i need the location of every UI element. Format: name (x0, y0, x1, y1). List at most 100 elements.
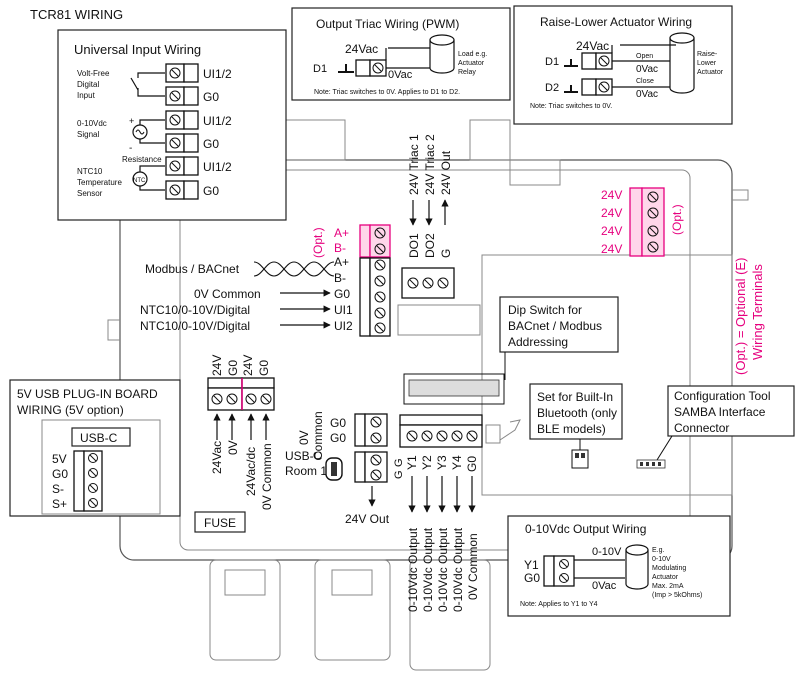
output-010-note: Note: Applies to Y1 to Y4 (520, 601, 598, 608)
optional-note-line-1: (Opt.) = Optional (E) (733, 258, 748, 375)
dip-switch-callout: Dip Switch for BACnet / Modbus Addressin… (499, 296, 619, 380)
y1-label: Y1 (405, 455, 419, 470)
output-0vac: 0Vac (592, 580, 617, 592)
bluetooth-line-3: BLE models) (537, 422, 606, 436)
triac-d1: D1 (313, 63, 327, 75)
mid-common-label: Common (311, 411, 325, 460)
zero-common-label: 0V Common (194, 287, 261, 301)
volt-free-line-1: Volt-Free (77, 69, 110, 78)
ui-terminal-1: UI1/2 (165, 63, 232, 83)
mid-block: 0V Common G0 G0 USB-C Room 1 G G 24V Out (285, 411, 405, 526)
top-output-triac-2: 24V Triac 2 (423, 134, 437, 195)
modulating-actuator-icon (625, 544, 649, 590)
mid-g0-1: G0 (330, 416, 346, 430)
top-output-triac-1: 24V Triac 1 (407, 134, 421, 195)
signal-line-2: Signal (77, 130, 99, 139)
ntc-line-3: Sensor (77, 189, 103, 198)
usbc-room-line-2: Room 1 (285, 464, 327, 478)
right-24v-3: 24V (601, 224, 622, 238)
usb-pin-5v: 5V (52, 452, 67, 466)
ui-label-3: UI1/2 (203, 160, 232, 174)
dip-switch-component (403, 373, 505, 405)
top-output-24v-out: 24V Out (439, 150, 453, 195)
triac-24vac: 24Vac (345, 42, 378, 56)
ui-label-1: UI1/2 (203, 67, 232, 81)
volt-free-line-3: Input (77, 91, 96, 100)
ntc-line-1: NTC10 (77, 167, 103, 176)
modbus-block: (Opt.) A+ B- A+ B- G0 UI1 UI2 Modbus / B… (140, 224, 391, 337)
usbc-label: USB-C (80, 431, 118, 445)
ui-terminal-3: UI1/2 (165, 156, 232, 176)
triac-note: Note: Triac switches to 0V. Applies to D… (314, 89, 460, 96)
g0-label-3: G0 (203, 184, 219, 198)
actuator-line-2: Lower (697, 60, 717, 67)
mid-24v-out: 24V Out (345, 512, 390, 526)
dip-line-3: Addressing (508, 335, 568, 349)
ui-terminal-2: UI1/2 (165, 110, 232, 130)
y3-output: 0-10Vdc Output (436, 527, 450, 612)
usb-heading-line-1: 5V USB PLUG-IN BOARD (17, 387, 158, 401)
output-y1: Y1 (524, 558, 539, 572)
right-opt-label: (Opt.) (670, 204, 684, 235)
bluetooth-line-1: Set for Built-In (537, 390, 613, 404)
y2-output: 0-10Vdc Output (421, 527, 435, 612)
output-desc-3: Modulating (652, 565, 686, 572)
term-a-plus: A+ (334, 255, 349, 269)
power-top-g0-2: G0 (257, 360, 271, 376)
power-bottom-0v: 0V (226, 440, 240, 455)
output-desc-1: E.g. (652, 547, 665, 554)
config-line-2: SAMBA Interface (674, 405, 766, 419)
y4-label: Y4 (450, 455, 464, 470)
raise-lower-0vac-1: 0Vac (636, 64, 658, 75)
twisted-pair-icon (253, 261, 335, 277)
y-output-block: Y1 Y2 Y3 Y4 G0 0-10Vdc Output 0-10Vdc Ou… (399, 414, 521, 612)
modbus-opt-label: (Opt.) (311, 227, 325, 258)
raise-lower-24vac: 24Vac (576, 39, 609, 53)
y3-label: Y3 (435, 455, 449, 470)
dip-line-1: Dip Switch for (508, 303, 582, 317)
do1-label: DO1 (407, 233, 421, 258)
right-24v-1: 24V (601, 188, 622, 202)
right-24v-block: 24V 24V 24V 24V (Opt.) (601, 187, 684, 257)
ntc-line-2: Temperature (77, 178, 122, 187)
usb-heading-line-2: WIRING (5V option) (17, 403, 124, 417)
output-desc-6: (Imp > 5kOhms) (652, 592, 702, 599)
close-label: Close (636, 78, 654, 85)
actuator-line-1: Raise- (697, 51, 718, 58)
do-terminal-block (401, 267, 455, 299)
ntc-badge: NTC (133, 178, 146, 184)
signal-minus: - (129, 143, 132, 154)
optional-note-line-2: Wiring Terminals (750, 264, 765, 360)
term-g0: G0 (334, 287, 350, 301)
ntc-digital-label-2: NTC10/0-10V/Digital (140, 319, 250, 333)
config-line-1: Configuration Tool (674, 389, 771, 403)
resistance-label: Resistance (122, 155, 162, 164)
fuse-box: FUSE (194, 511, 246, 533)
usbc-port-icon (325, 457, 343, 481)
g0-terminal-3: G0 (165, 180, 219, 200)
usb-pin-g0: G0 (52, 467, 68, 481)
bluetooth-line-2: Bluetooth (only (537, 406, 617, 420)
usb-pin-s-minus: S- (52, 482, 64, 496)
output-desc-5: Max. 2mA (652, 583, 684, 590)
raise-lower-d1: D1 (545, 56, 559, 68)
diagram-title: TCR81 WIRING (30, 7, 123, 22)
output-desc-2: 0-10V (652, 556, 671, 563)
bluetooth-callout: Set for Built-In Bluetooth (only BLE mod… (529, 383, 623, 469)
power-top-24v-2: 24V (241, 355, 255, 376)
output-g0: G0 (524, 571, 540, 585)
raise-lower-d2: D2 (545, 82, 559, 94)
raise-lower-note: Note: Triac switches to 0V. (530, 103, 612, 110)
output-010-heading: 0-10Vdc Output Wiring (525, 522, 646, 536)
volt-free-line-2: Digital (77, 80, 99, 89)
optional-note: (Opt.) = Optional (E) Wiring Terminals (733, 258, 765, 375)
universal-input-panel: Universal Input Wiring Volt-Free Digital… (57, 29, 287, 221)
signal-line-1: 0-10Vdc (77, 119, 107, 128)
fuse-label: FUSE (204, 516, 236, 530)
mid-0v-label: 0V (297, 430, 311, 445)
load-line-3: Relay (458, 69, 476, 76)
raise-lower-heading: Raise-Lower Actuator Wiring (540, 15, 692, 29)
config-line-3: Connector (674, 421, 729, 435)
mid-g0-2: G0 (330, 431, 346, 445)
